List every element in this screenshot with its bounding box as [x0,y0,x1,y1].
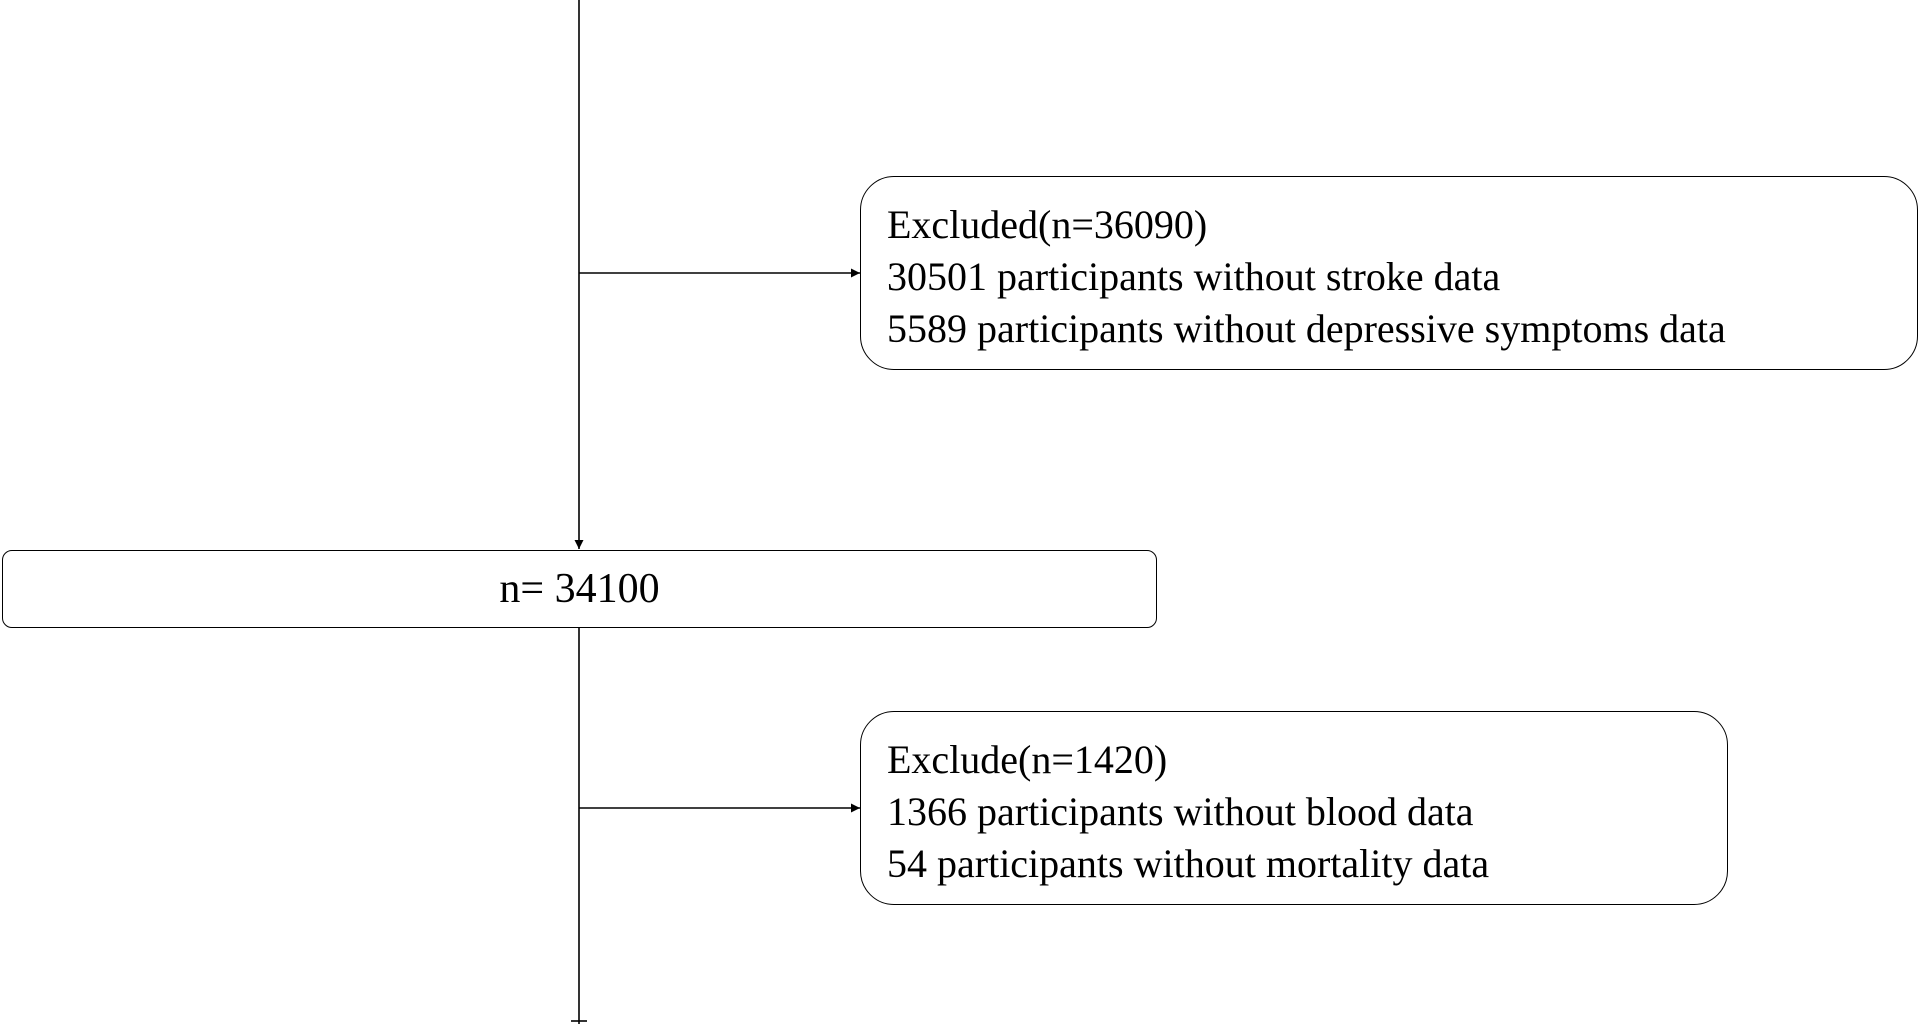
excluded-box-2: Exclude(n=1420) 1366 participants withou… [860,711,1728,905]
participant-count-label: n= 34100 [499,566,660,612]
excluded-heading: Excluded(n=36090) [887,202,1208,247]
excluded-heading: Exclude(n=1420) [887,737,1168,782]
exclusion-reason: 30501 participants without stroke data [887,254,1501,299]
exclusion-reason: 54 participants without mortality data [887,841,1490,886]
participant-count-box: n= 34100 [2,550,1157,628]
exclusion-reason: 5589 participants without depressive sym… [887,306,1726,351]
exclusion-reason: 1366 participants without blood data [887,789,1474,834]
excluded-box-1: Excluded(n=36090) 30501 participants wit… [860,176,1918,370]
